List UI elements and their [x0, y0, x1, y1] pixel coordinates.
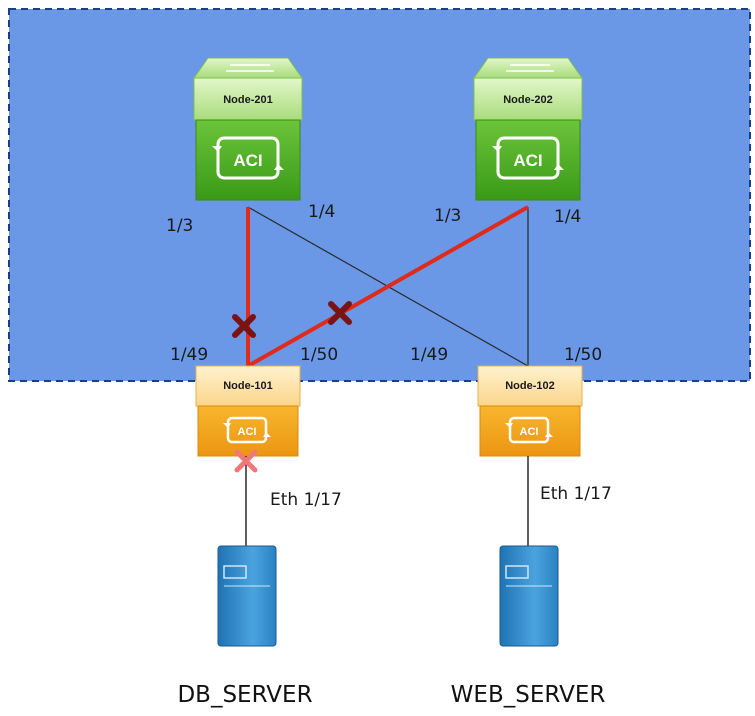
- node-label: Node-101: [223, 380, 273, 392]
- aci-icon: ACI: [212, 136, 284, 180]
- leaf-node-101: Node-101 ACI: [195, 365, 301, 457]
- node-label: Node-201: [223, 94, 273, 106]
- fabric-area: [8, 8, 751, 382]
- failure-x-icon: [328, 301, 352, 325]
- port-label: 1/3: [434, 206, 461, 226]
- aci-badge: ACI: [233, 151, 262, 170]
- spine-node-202: Node-202 ACI: [473, 57, 583, 201]
- server-label-web: WEB_SERVER: [451, 682, 606, 708]
- server-label-db: DB_SERVER: [177, 682, 312, 708]
- aci-icon: ACI: [492, 136, 564, 180]
- port-label: 1/49: [410, 345, 448, 365]
- port-label: 1/49: [170, 345, 208, 365]
- failure-x-icon: [232, 314, 256, 338]
- aci-icon: ACI: [223, 416, 271, 444]
- server-port-label: Eth 1/17: [540, 484, 612, 504]
- web-server-icon: [499, 545, 559, 647]
- port-label: 1/3: [166, 216, 193, 236]
- leaf-node-102: Node-102 ACI: [477, 365, 583, 457]
- link-202-to-101: [247, 205, 529, 368]
- aci-badge: ACI: [238, 426, 257, 438]
- port-label: 1/4: [308, 202, 335, 222]
- port-label: 1/50: [300, 345, 338, 365]
- db-server-icon: [217, 545, 277, 647]
- node-label: Node-102: [505, 380, 555, 392]
- port-label: 1/4: [554, 207, 581, 227]
- server-port-label: Eth 1/17: [270, 490, 342, 510]
- aci-badge: ACI: [520, 426, 539, 438]
- aci-icon: ACI: [505, 416, 553, 444]
- node-label: Node-202: [503, 94, 553, 106]
- port-label: 1/50: [564, 345, 602, 365]
- aci-badge: ACI: [513, 151, 542, 170]
- spine-node-201: Node-201 ACI: [193, 57, 303, 201]
- failure-x-icon: [234, 449, 258, 473]
